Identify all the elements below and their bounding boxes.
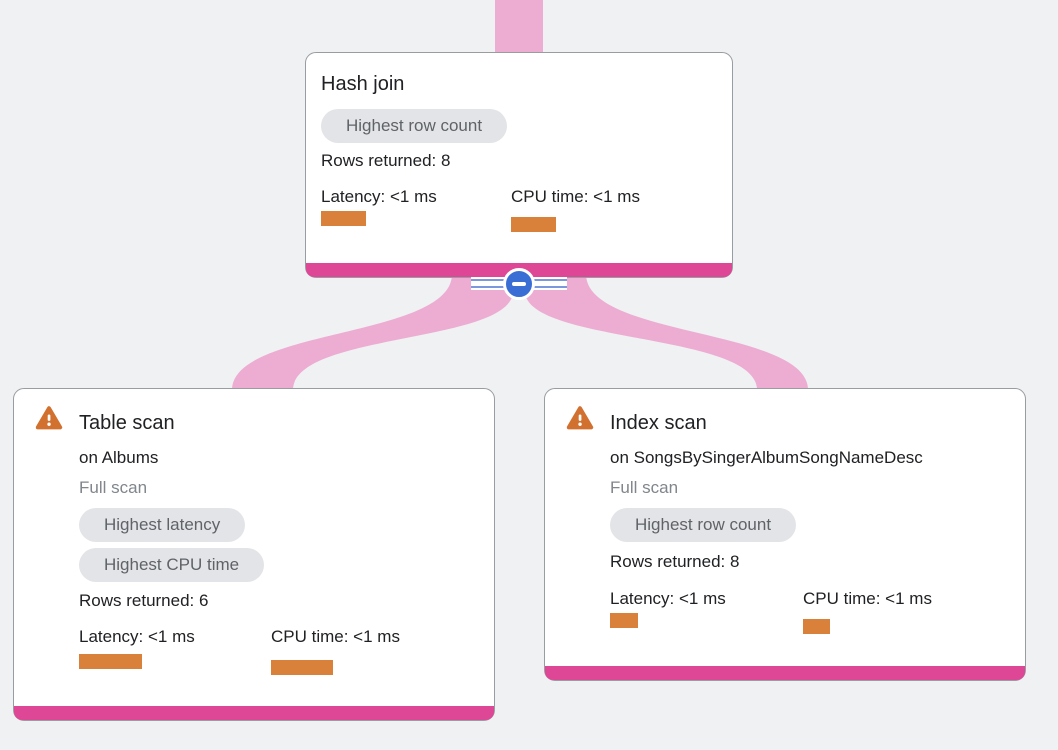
node-accent-strip [14, 706, 494, 720]
cpu-time-label: CPU time: <1 ms [511, 187, 640, 206]
node-accent-strip [545, 666, 1025, 680]
scan-type: Full scan [610, 478, 679, 497]
latency-label: Latency: <1 ms [321, 187, 437, 206]
node-title: Hash join [321, 73, 405, 95]
node-hash-join[interactable]: Hash join Highest row count Rows returne… [305, 52, 733, 278]
warning-icon [35, 406, 63, 430]
cpu-time-label: CPU time: <1 ms [803, 589, 932, 608]
node-title: Index scan [610, 412, 707, 434]
cpu-time-label: CPU time: <1 ms [271, 627, 400, 646]
rows-returned: Rows returned: 8 [321, 151, 451, 170]
node-target: on SongsBySingerAlbumSongNameDesc [610, 448, 923, 467]
cpu-time-bar [511, 217, 556, 232]
node-table-scan[interactable]: Table scan on Albums Full scan Highest l… [13, 388, 495, 721]
cpu-time-bar [803, 619, 830, 634]
minus-icon [512, 282, 526, 286]
warning-icon [566, 406, 594, 430]
edge-left-ribbon [232, 274, 513, 390]
latency-label: Latency: <1 ms [610, 589, 726, 608]
rows-returned: Rows returned: 8 [610, 552, 740, 571]
node-target: on Albums [79, 448, 159, 467]
badge-highest-row-count: Highest row count [321, 109, 508, 143]
badge-highest-cpu-time: Highest CPU time [79, 548, 265, 582]
badge-highest-row-count: Highest row count [610, 508, 797, 542]
cpu-time-bar [271, 660, 333, 675]
scan-type: Full scan [79, 478, 148, 497]
latency-label: Latency: <1 ms [79, 627, 195, 646]
node-title: Table scan [79, 412, 175, 434]
node-index-scan[interactable]: Index scan on SongsBySingerAlbumSongName… [544, 388, 1026, 681]
rows-returned: Rows returned: 6 [79, 591, 209, 610]
latency-bar [321, 211, 366, 226]
collapse-button[interactable] [503, 268, 535, 300]
badge-highest-latency: Highest latency [79, 508, 246, 542]
latency-bar [79, 654, 142, 669]
latency-bar [610, 613, 638, 628]
edge-trunk [495, 0, 543, 60]
edge-right-ribbon [525, 274, 808, 390]
